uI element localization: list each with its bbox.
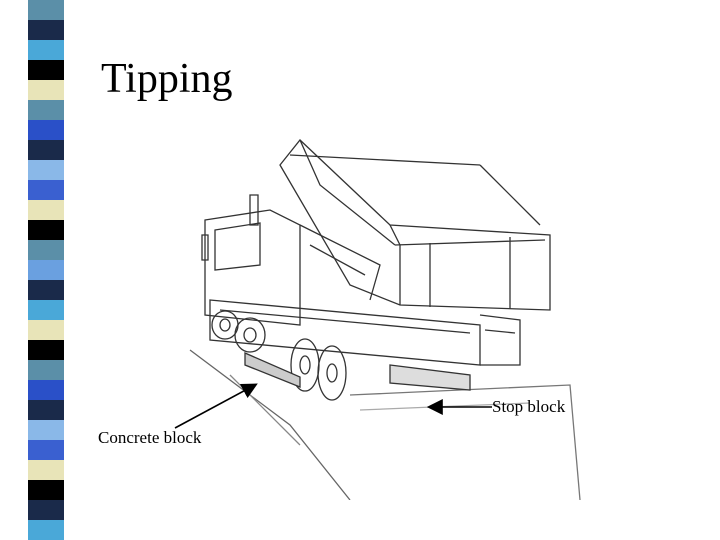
stripe-segment	[28, 280, 64, 300]
stripe-segment	[28, 140, 64, 160]
stripe-segment	[28, 40, 64, 60]
slide-title: Tipping	[101, 56, 233, 102]
stripe-segment	[28, 180, 64, 200]
stripe-segment	[28, 120, 64, 140]
dump-truck-tipping-illustration	[189, 139, 581, 500]
stripe-segment	[28, 100, 64, 120]
stripe-segment	[28, 380, 64, 400]
stripe-segment	[28, 240, 64, 260]
stripe-segment	[28, 20, 64, 40]
stripe-segment	[28, 480, 64, 500]
stop-block-label: Stop block	[492, 397, 566, 416]
stripe-segment	[28, 400, 64, 420]
stripe-segment	[28, 440, 64, 460]
stripe-segment	[28, 260, 64, 280]
stripe-segment	[28, 460, 64, 480]
stripe-segment	[28, 520, 64, 540]
stripe-segment	[28, 360, 64, 380]
stripe-segment	[28, 500, 64, 520]
stripe-segment	[28, 200, 64, 220]
stripe-segment	[28, 420, 64, 440]
stripe-segment	[28, 160, 64, 180]
stripe-segment	[28, 80, 64, 100]
stripe-segment	[28, 60, 64, 80]
stripe-segment	[28, 0, 64, 20]
stripe-segment	[28, 340, 64, 360]
concrete-block-label: Concrete block	[98, 428, 202, 447]
stripe-segment	[28, 300, 64, 320]
decorative-stripe-bar	[28, 0, 64, 540]
stripe-segment	[28, 320, 64, 340]
stripe-segment	[28, 220, 64, 240]
